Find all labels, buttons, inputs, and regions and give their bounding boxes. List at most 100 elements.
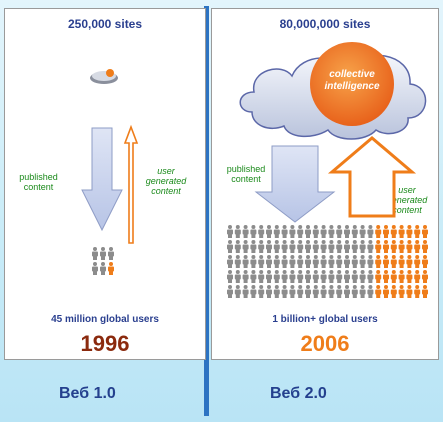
person-icon xyxy=(227,270,233,283)
person-icon xyxy=(375,285,382,298)
person-icon xyxy=(305,285,311,298)
person-icon xyxy=(250,270,257,283)
person-icon xyxy=(305,240,311,253)
person-icon xyxy=(367,255,374,268)
person-icon xyxy=(258,285,265,298)
person-icon xyxy=(422,255,428,268)
global-users-1996: 45 million global users xyxy=(51,314,159,325)
person-icon xyxy=(234,225,241,238)
person-icon xyxy=(242,255,249,268)
person-icon xyxy=(336,285,343,298)
person-icon xyxy=(422,285,428,298)
person-icon xyxy=(289,255,296,268)
person-icon xyxy=(289,285,296,298)
person-icon xyxy=(108,262,114,275)
person-icon xyxy=(250,285,257,298)
people-group-1996 xyxy=(92,247,114,275)
person-icon xyxy=(312,240,319,253)
people-group-2006 xyxy=(227,225,428,298)
person-icon xyxy=(414,225,421,238)
person-icon xyxy=(234,270,241,283)
person-icon xyxy=(273,240,280,253)
person-icon xyxy=(258,255,265,268)
person-icon xyxy=(328,285,335,298)
person-icon xyxy=(367,285,374,298)
person-icon xyxy=(250,225,257,238)
person-icon xyxy=(250,255,257,268)
person-icon xyxy=(320,285,327,298)
person-icon xyxy=(281,225,288,238)
person-icon xyxy=(383,270,389,283)
person-icon xyxy=(422,225,428,238)
person-icon xyxy=(266,270,272,283)
person-icon xyxy=(281,285,288,298)
person-icon xyxy=(297,240,304,253)
person-icon xyxy=(281,255,288,268)
person-icon xyxy=(406,255,413,268)
collective-intelligence-label: collective intelligence xyxy=(324,69,380,92)
person-icon xyxy=(414,285,421,298)
person-icon xyxy=(328,270,335,283)
user-generated-content-label: user generated content xyxy=(145,166,187,196)
person-icon xyxy=(242,285,249,298)
person-icon xyxy=(328,255,335,268)
person-icon xyxy=(258,240,265,253)
person-icon xyxy=(320,270,327,283)
person-icon xyxy=(344,255,350,268)
center-divider xyxy=(204,6,209,416)
person-icon xyxy=(297,255,304,268)
person-icon xyxy=(266,285,272,298)
person-icon xyxy=(328,225,335,238)
person-icon xyxy=(266,255,272,268)
sites-count-1996: 250,000 sites xyxy=(67,17,143,31)
person-icon xyxy=(390,240,397,253)
person-icon xyxy=(375,270,382,283)
collective-intelligence-cloud-icon xyxy=(239,42,427,140)
person-icon xyxy=(398,255,405,268)
person-icon xyxy=(266,240,272,253)
person-icon xyxy=(383,225,389,238)
person-icon xyxy=(242,225,249,238)
person-icon xyxy=(227,240,233,253)
person-icon xyxy=(406,240,413,253)
person-icon xyxy=(234,285,241,298)
person-icon xyxy=(375,255,382,268)
person-icon xyxy=(367,240,374,253)
person-icon xyxy=(422,240,428,253)
global-users-2006: 1 billion+ global users xyxy=(272,314,378,325)
published-content-label: published content xyxy=(226,164,266,184)
person-icon xyxy=(359,225,366,238)
person-icon xyxy=(383,240,389,253)
person-icon xyxy=(281,240,288,253)
person-icon xyxy=(390,255,397,268)
person-icon xyxy=(258,270,265,283)
person-icon xyxy=(258,225,265,238)
person-icon xyxy=(359,270,366,283)
person-icon xyxy=(414,240,421,253)
person-icon xyxy=(312,270,319,283)
person-icon xyxy=(234,240,241,253)
sites-count-2006: 80,000,000 sites xyxy=(279,17,371,31)
person-icon xyxy=(273,285,280,298)
person-icon xyxy=(100,247,106,260)
person-icon xyxy=(390,270,397,283)
person-icon xyxy=(227,285,233,298)
person-icon xyxy=(351,225,358,238)
person-icon xyxy=(250,240,257,253)
person-icon xyxy=(312,255,319,268)
person-icon xyxy=(273,225,280,238)
user-generated-content-label: user generated content xyxy=(386,185,428,215)
person-icon xyxy=(297,225,304,238)
person-icon xyxy=(383,255,389,268)
person-icon xyxy=(234,255,241,268)
person-icon xyxy=(305,255,311,268)
user-generated-content-arrow xyxy=(123,124,139,244)
person-icon xyxy=(297,270,304,283)
person-icon xyxy=(398,225,405,238)
person-icon xyxy=(367,225,374,238)
person-icon xyxy=(266,225,272,238)
person-icon xyxy=(320,255,327,268)
person-icon xyxy=(414,255,421,268)
person-icon xyxy=(305,270,311,283)
